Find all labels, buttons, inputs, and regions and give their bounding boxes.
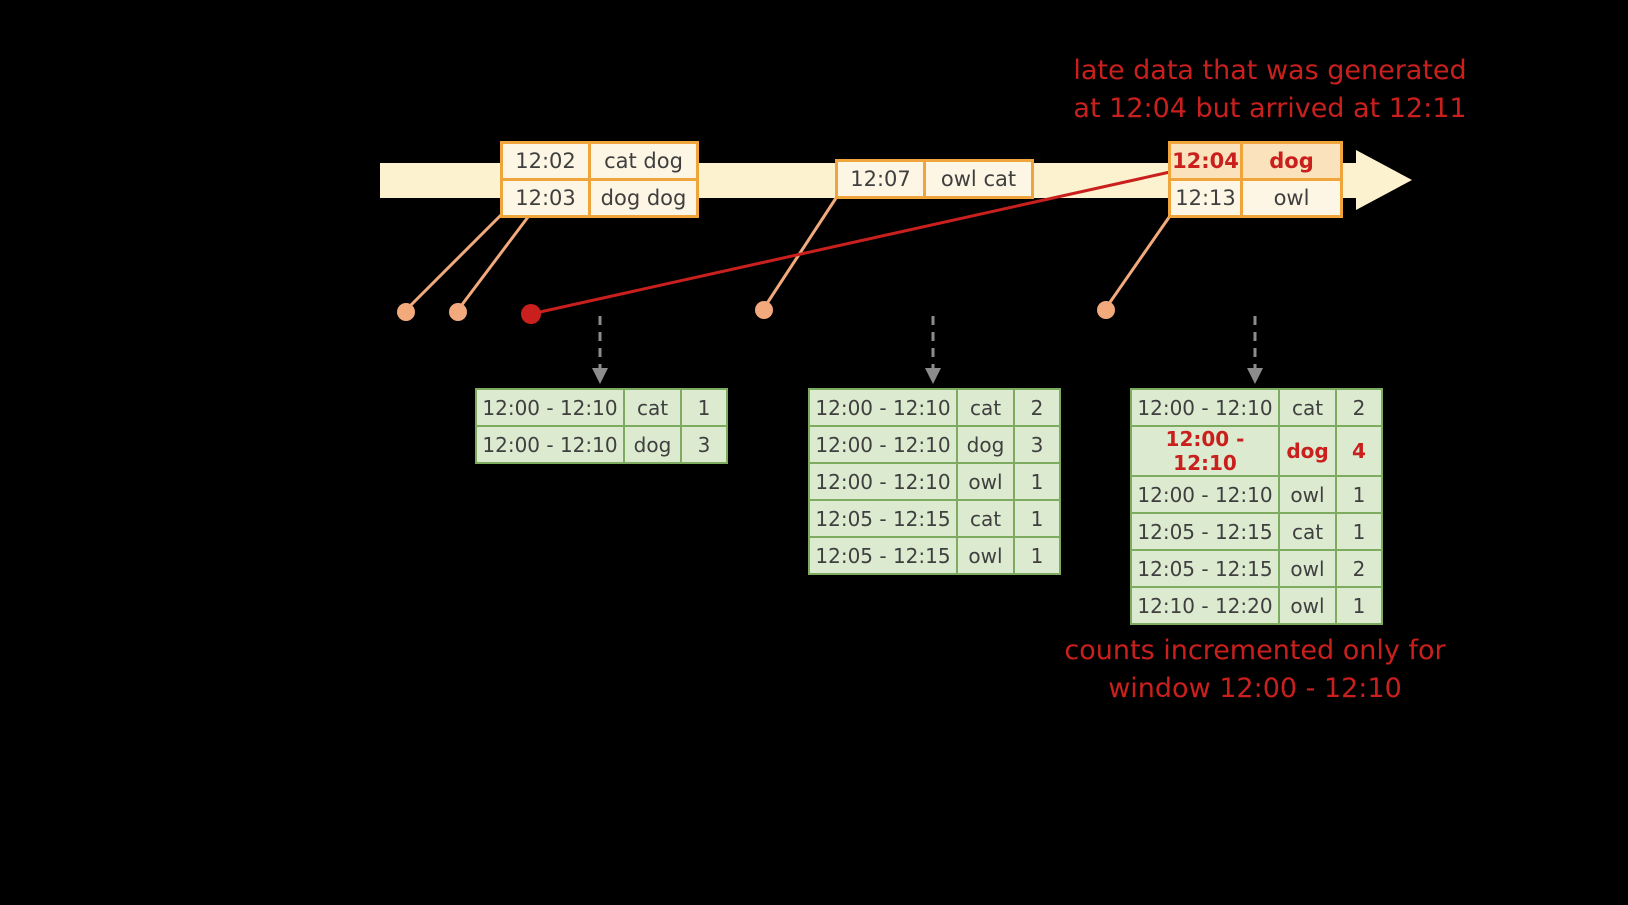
event-point-1203 <box>449 303 467 321</box>
updated-result-row: 12:00 - 12:10 dog 4 <box>1130 425 1383 477</box>
trigger-arrowhead-1 <box>592 368 608 384</box>
counts-annotation-line2: window 12:00 - 12:10 <box>1108 672 1402 704</box>
result-word: owl <box>1278 586 1337 625</box>
late-event-row: 12:04 dog <box>1168 141 1343 181</box>
result-row: 12:05 - 12:15 cat 1 <box>1130 512 1383 551</box>
result-window: 12:00 - 12:10 <box>1130 388 1280 427</box>
result-window: 12:05 - 12:15 <box>1130 512 1280 551</box>
result-window: 12:00 - 12:10 <box>808 425 958 464</box>
result-row: 12:00 - 12:10 cat 2 <box>1130 388 1383 427</box>
result-count: 2 <box>1013 388 1061 427</box>
connector-line-1213 <box>1104 211 1174 310</box>
result-window: 12:00 - 12:10 <box>808 388 958 427</box>
trigger-arrowhead-3 <box>1247 368 1263 384</box>
result-window: 12:05 - 12:15 <box>1130 549 1280 588</box>
event-table-1202-1203: 12:02 cat dog 12:03 dog dog <box>500 141 699 218</box>
result-window: 12:00 - 12:10 <box>475 425 625 464</box>
result-count: 1 <box>1335 586 1383 625</box>
event-words: cat dog <box>588 141 699 181</box>
result-row: 12:00 - 12:10 dog 3 <box>808 425 1061 464</box>
result-count: 1 <box>1013 499 1061 538</box>
result-window: 12:00 - 12:10 <box>475 388 625 427</box>
connector-line-1203 <box>456 211 533 312</box>
event-words: owl cat <box>923 159 1034 199</box>
result-row: 12:05 - 12:15 owl 1 <box>808 536 1061 575</box>
result-row: 12:00 - 12:10 owl 1 <box>1130 475 1383 514</box>
connector-line-1207 <box>762 193 840 310</box>
result-row: 12:05 - 12:15 cat 1 <box>808 499 1061 538</box>
result-count: 1 <box>1335 475 1383 514</box>
late-data-annotation-line2: at 12:04 but arrived at 12:11 <box>1073 92 1467 124</box>
result-word: cat <box>623 388 682 427</box>
event-time: 12:13 <box>1168 178 1243 218</box>
result-count: 1 <box>680 388 728 427</box>
result-word: dog <box>1278 425 1337 477</box>
result-count: 3 <box>1013 425 1061 464</box>
result-word: cat <box>1278 388 1337 427</box>
result-row: 12:05 - 12:15 owl 2 <box>1130 549 1383 588</box>
event-table-1207: 12:07 owl cat <box>835 159 1034 199</box>
event-time: 12:03 <box>500 178 591 218</box>
result-word: owl <box>1278 475 1337 514</box>
connector-line-1202 <box>404 211 505 312</box>
result-word: cat <box>956 388 1015 427</box>
event-table-1204-1213: 12:04 dog 12:13 owl <box>1168 141 1343 218</box>
event-time: 12:04 <box>1168 141 1243 181</box>
event-point-1213 <box>1097 301 1115 319</box>
late-data-connector-line <box>529 170 1172 316</box>
result-word: owl <box>956 536 1015 575</box>
result-count: 4 <box>1335 425 1383 477</box>
late-event-point-1204 <box>521 304 541 324</box>
result-count: 3 <box>680 425 728 464</box>
event-time: 12:02 <box>500 141 591 181</box>
event-point-1202 <box>397 303 415 321</box>
event-words: dog dog <box>588 178 699 218</box>
result-count: 2 <box>1335 388 1383 427</box>
event-time: 12:07 <box>835 159 926 199</box>
event-point-1207 <box>755 301 773 319</box>
result-row: 12:00 - 12:10 cat 2 <box>808 388 1061 427</box>
result-word: cat <box>1278 512 1337 551</box>
result-row: 12:10 - 12:20 owl 1 <box>1130 586 1383 625</box>
event-words: owl <box>1240 178 1343 218</box>
late-data-annotation-line1: late data that was generated <box>1073 55 1467 86</box>
result-window: 12:00 - 12:10 <box>808 462 958 501</box>
result-table-2: 12:00 - 12:10 cat 2 12:00 - 12:10 dog 3 … <box>808 388 1061 575</box>
result-word: cat <box>956 499 1015 538</box>
result-row: 12:00 - 12:10 dog 3 <box>475 425 728 464</box>
result-window: 12:10 - 12:20 <box>1130 586 1280 625</box>
event-words: dog <box>1240 141 1343 181</box>
result-word: owl <box>1278 549 1337 588</box>
result-window: 12:05 - 12:15 <box>808 536 958 575</box>
counts-incremented-annotation: counts incremented only for window 12:00… <box>1020 632 1490 708</box>
result-table-1: 12:00 - 12:10 cat 1 12:00 - 12:10 dog 3 <box>475 388 728 464</box>
result-count: 1 <box>1013 536 1061 575</box>
result-word: dog <box>956 425 1015 464</box>
result-word: dog <box>623 425 682 464</box>
result-count: 2 <box>1335 549 1383 588</box>
result-word: owl <box>956 462 1015 501</box>
event-row: 12:13 owl <box>1168 178 1343 218</box>
result-table-3: 12:00 - 12:10 cat 2 12:00 - 12:10 dog 4 … <box>1130 388 1383 625</box>
late-data-annotation: late data that was generated at 12:04 bu… <box>1035 52 1505 128</box>
event-row: 12:03 dog dog <box>500 178 699 218</box>
counts-annotation-line1: counts incremented only for <box>1064 635 1446 666</box>
result-row: 12:00 - 12:10 cat 1 <box>475 388 728 427</box>
result-count: 1 <box>1013 462 1061 501</box>
event-row: 12:07 owl cat <box>835 159 1034 199</box>
event-row: 12:02 cat dog <box>500 141 699 181</box>
result-window: 12:00 - 12:10 <box>1130 425 1280 477</box>
result-row: 12:00 - 12:10 owl 1 <box>808 462 1061 501</box>
result-window: 12:00 - 12:10 <box>1130 475 1280 514</box>
trigger-arrowhead-2 <box>925 368 941 384</box>
result-window: 12:05 - 12:15 <box>808 499 958 538</box>
result-count: 1 <box>1335 512 1383 551</box>
